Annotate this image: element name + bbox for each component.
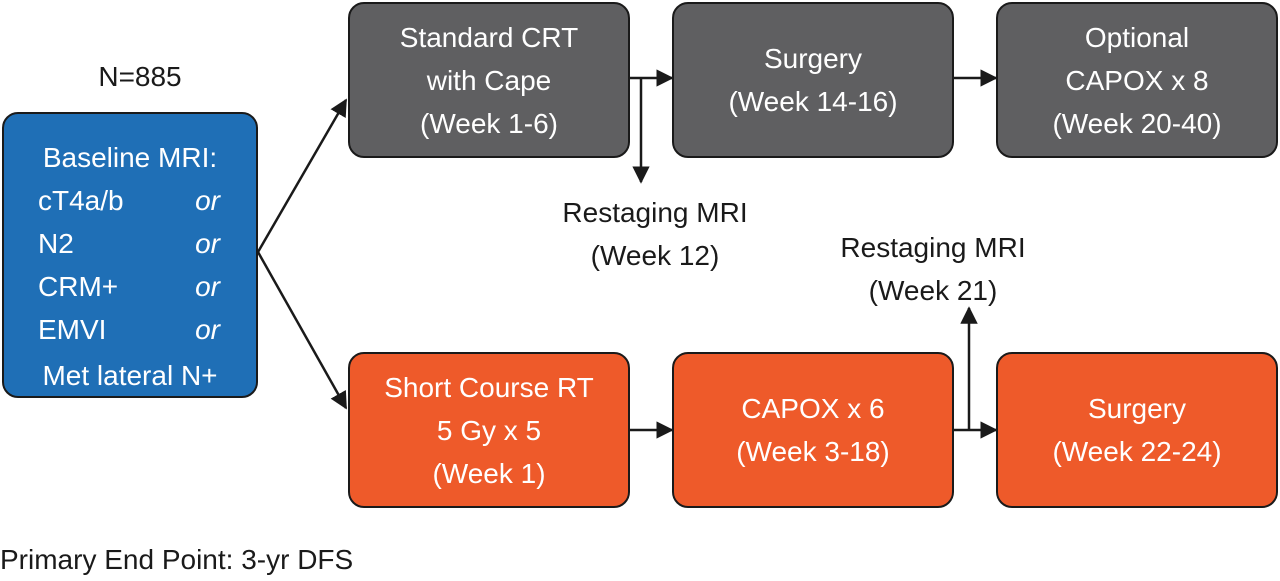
node-text-line: Surgery [763,43,863,74]
node-text-line: (Week 3-18) [736,436,890,467]
node-text-line: with Cape [426,64,552,96]
node-text-line: Standard CRT [399,21,579,53]
node-text-line: Short Course RT [384,371,594,403]
restaging-title: Restaging MRI [840,232,1026,263]
criterion-row: CRM+ or [4,265,256,308]
capox-x6-box: CAPOX x 6 (Week 3-18) [672,352,954,508]
short-course-rt-box: Short Course RT 5 Gy x 5 (Week 1) [348,352,630,508]
node-text-line: (Week 22-24) [1052,436,1222,467]
experimental-surgery-box: Surgery (Week 22-24) [996,352,1278,508]
baseline-mri-box: Baseline MRI: cT4a/b or N2 or CRM+ or EM… [2,112,258,398]
primary-endpoint-label: Primary End Point: 3-yr DFS [0,544,354,575]
node-text-line: 5 Gy x 5 [436,414,542,446]
criterion-label: N2 [38,228,74,259]
sample-size-label: N=885 [98,61,182,92]
criterion-label: CRM+ [38,271,119,302]
restaging-mri-week-21-label: Restaging MRI (Week 21) [808,226,1058,312]
standard-surgery-box: Surgery (Week 14-16) [672,2,954,158]
criterion-label: cT4a/b [38,185,124,216]
arrow-baseline-to-standard-crt [256,98,348,253]
node-text-line: CAPOX x 6 [741,393,885,424]
arrow-baseline-to-short-course-rt [256,251,348,410]
node-text-line: (Week 20-40) [1052,107,1222,139]
criterion-conjunction: or [195,314,220,345]
node-text-line: CAPOX x 8 [1065,64,1209,96]
criterion-row: N2 or [4,222,256,265]
node-text-line: (Week 14-16) [728,86,898,117]
criterion-conjunction: or [195,271,220,302]
criterion-label: EMVI [38,314,107,345]
standard-crt-box: Standard CRT with Cape (Week 1-6) [348,2,630,158]
restaging-week: (Week 12) [590,240,720,271]
criterion-conjunction: or [195,185,220,216]
criterion-lateral-nodes: Met lateral N+ [42,360,218,391]
optional-capox-box: Optional CAPOX x 8 (Week 20-40) [996,2,1278,158]
restaging-week: (Week 21) [868,275,998,306]
restaging-title: Restaging MRI [562,197,748,228]
node-text-line: Optional [1084,21,1190,53]
criterion-row: cT4a/b or [4,179,256,222]
node-text-line: (Week 1) [432,457,546,489]
criterion-row: EMVI or [4,308,256,351]
node-text-line: (Week 1-6) [420,107,558,139]
criterion-conjunction: or [195,228,220,259]
baseline-mri-title: Baseline MRI: [42,142,218,173]
restaging-mri-week-12-label: Restaging MRI (Week 12) [530,191,780,277]
node-text-line: Surgery [1087,393,1187,424]
